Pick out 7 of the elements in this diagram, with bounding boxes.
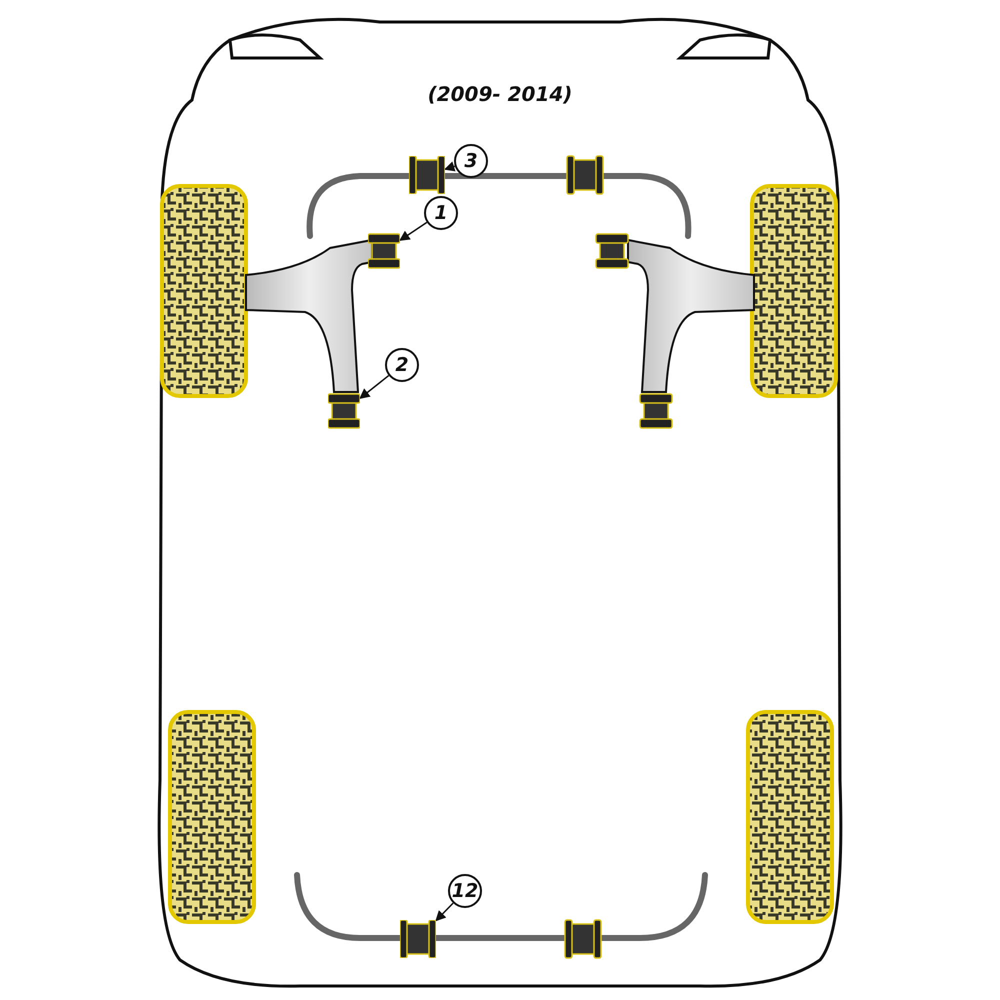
leader-arrow xyxy=(359,374,390,399)
bushing-drawing xyxy=(400,920,436,958)
bushing-drawing xyxy=(409,156,445,194)
leader-arrow xyxy=(444,161,456,172)
title: (2009- 2014) xyxy=(426,82,574,106)
leader-arrow xyxy=(399,222,428,241)
leader-arrow xyxy=(435,902,454,922)
